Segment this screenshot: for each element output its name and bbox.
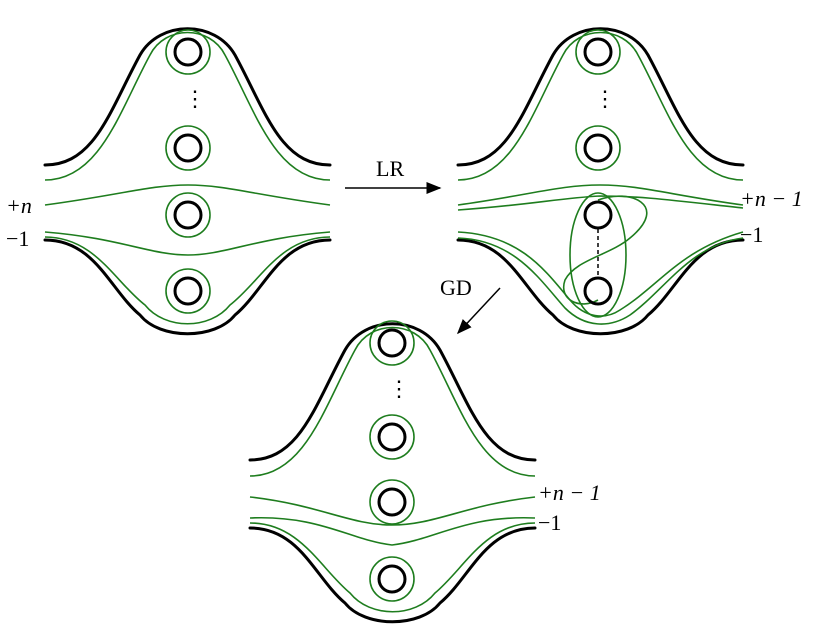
hole	[583, 133, 613, 163]
panel-1-lower-curve	[44, 236, 331, 325]
panel-3-band-bottom	[249, 516, 536, 546]
panel-3-ellipsis: ⋮	[388, 376, 410, 401]
panel-2-holes	[575, 29, 621, 306]
hole	[377, 564, 407, 594]
panel-2-band-top-b	[457, 195, 744, 211]
hole	[173, 133, 203, 163]
panel-3-surface-top	[248, 322, 537, 462]
panel-3-label-top: +n − 1	[538, 480, 601, 505]
panel-2-band-top-a	[457, 184, 744, 206]
panel-1-band-bottom	[44, 231, 331, 256]
panel-1-band-top	[44, 184, 331, 206]
arrow-gd: GD	[440, 275, 501, 335]
hole	[583, 200, 613, 230]
panel-2-surface-bottom	[456, 238, 745, 336]
hole	[173, 37, 203, 67]
hole	[173, 276, 203, 306]
arrow-gd-line	[456, 287, 501, 335]
arrow-lr-label: LR	[376, 156, 404, 181]
panel-3-label-bottom: −1	[538, 510, 561, 535]
panel-1-label-top: +n	[6, 193, 32, 218]
hole	[377, 328, 407, 358]
hole	[583, 276, 613, 306]
panel-3-surface-bottom	[248, 526, 537, 624]
hole	[377, 422, 407, 452]
panel-2-surface-top	[456, 27, 745, 167]
panel-2-outer-curve	[457, 31, 744, 181]
arrow-lr: LR	[345, 156, 442, 194]
panel-3-outer-curve	[249, 326, 536, 477]
panel-1: ⋮ +n −1	[6, 27, 332, 336]
panel-1-surface-bottom	[43, 238, 332, 336]
panel-2-lower-curve-b	[457, 237, 744, 325]
panel-1-ellipsis: ⋮	[184, 86, 206, 111]
panel-2-lower-curve-a	[457, 231, 744, 317]
panel-3: ⋮ +n − 1 −1	[248, 320, 601, 624]
panel-2-ellipse	[569, 192, 627, 318]
panel-1-holes	[165, 29, 211, 314]
panel-1-label-bottom: −1	[6, 226, 29, 251]
panel-3-lower-curve	[249, 522, 536, 613]
hole	[173, 200, 203, 230]
panel-2-label-bottom: −1	[740, 222, 763, 247]
panel-2-label-top: +n − 1	[740, 186, 803, 211]
panel-1-outer-curve	[44, 31, 331, 181]
panel-1-surface-top	[43, 27, 332, 167]
hole	[583, 37, 613, 67]
panel-2-ellipsis: ⋮	[594, 86, 616, 111]
panel-2: ⋮ +n − 1 −1	[456, 27, 803, 336]
panel-3-holes	[369, 320, 415, 602]
arrow-gd-label: GD	[440, 275, 472, 300]
panel-2-twist-loop	[562, 195, 648, 305]
hole	[377, 487, 407, 517]
panel-3-band-top	[249, 496, 536, 526]
